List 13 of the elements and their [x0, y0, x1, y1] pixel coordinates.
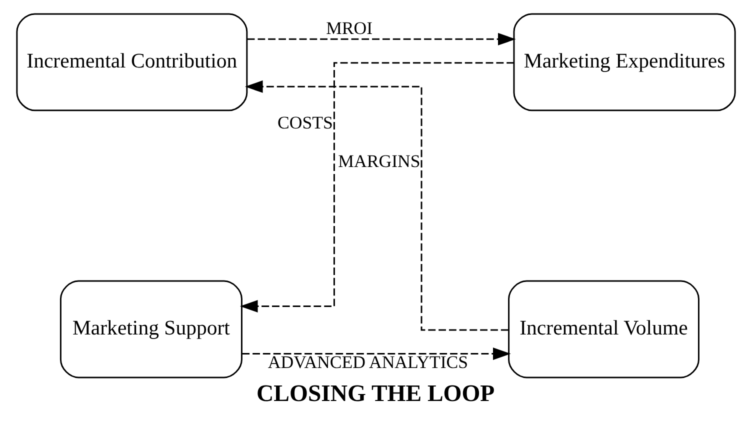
arrow [239, 62, 514, 312]
arrow [246, 32, 516, 46]
arrow [242, 347, 510, 360]
edge-label: MROI [326, 18, 372, 38]
node-box: Incremental Volume [508, 280, 699, 378]
node-box: Marketing Support [59, 280, 242, 378]
edge-label: MARGINS [338, 150, 420, 171]
diagram-title: CLOSING THE LOOP [256, 380, 494, 407]
node-box: Incremental Contribution [16, 13, 248, 112]
edge-label: COSTS [277, 112, 332, 132]
edge-label: ADVANCED ANALYTICS [267, 352, 468, 372]
arrow [244, 80, 508, 331]
node-box: Marketing Expenditures [512, 13, 736, 112]
